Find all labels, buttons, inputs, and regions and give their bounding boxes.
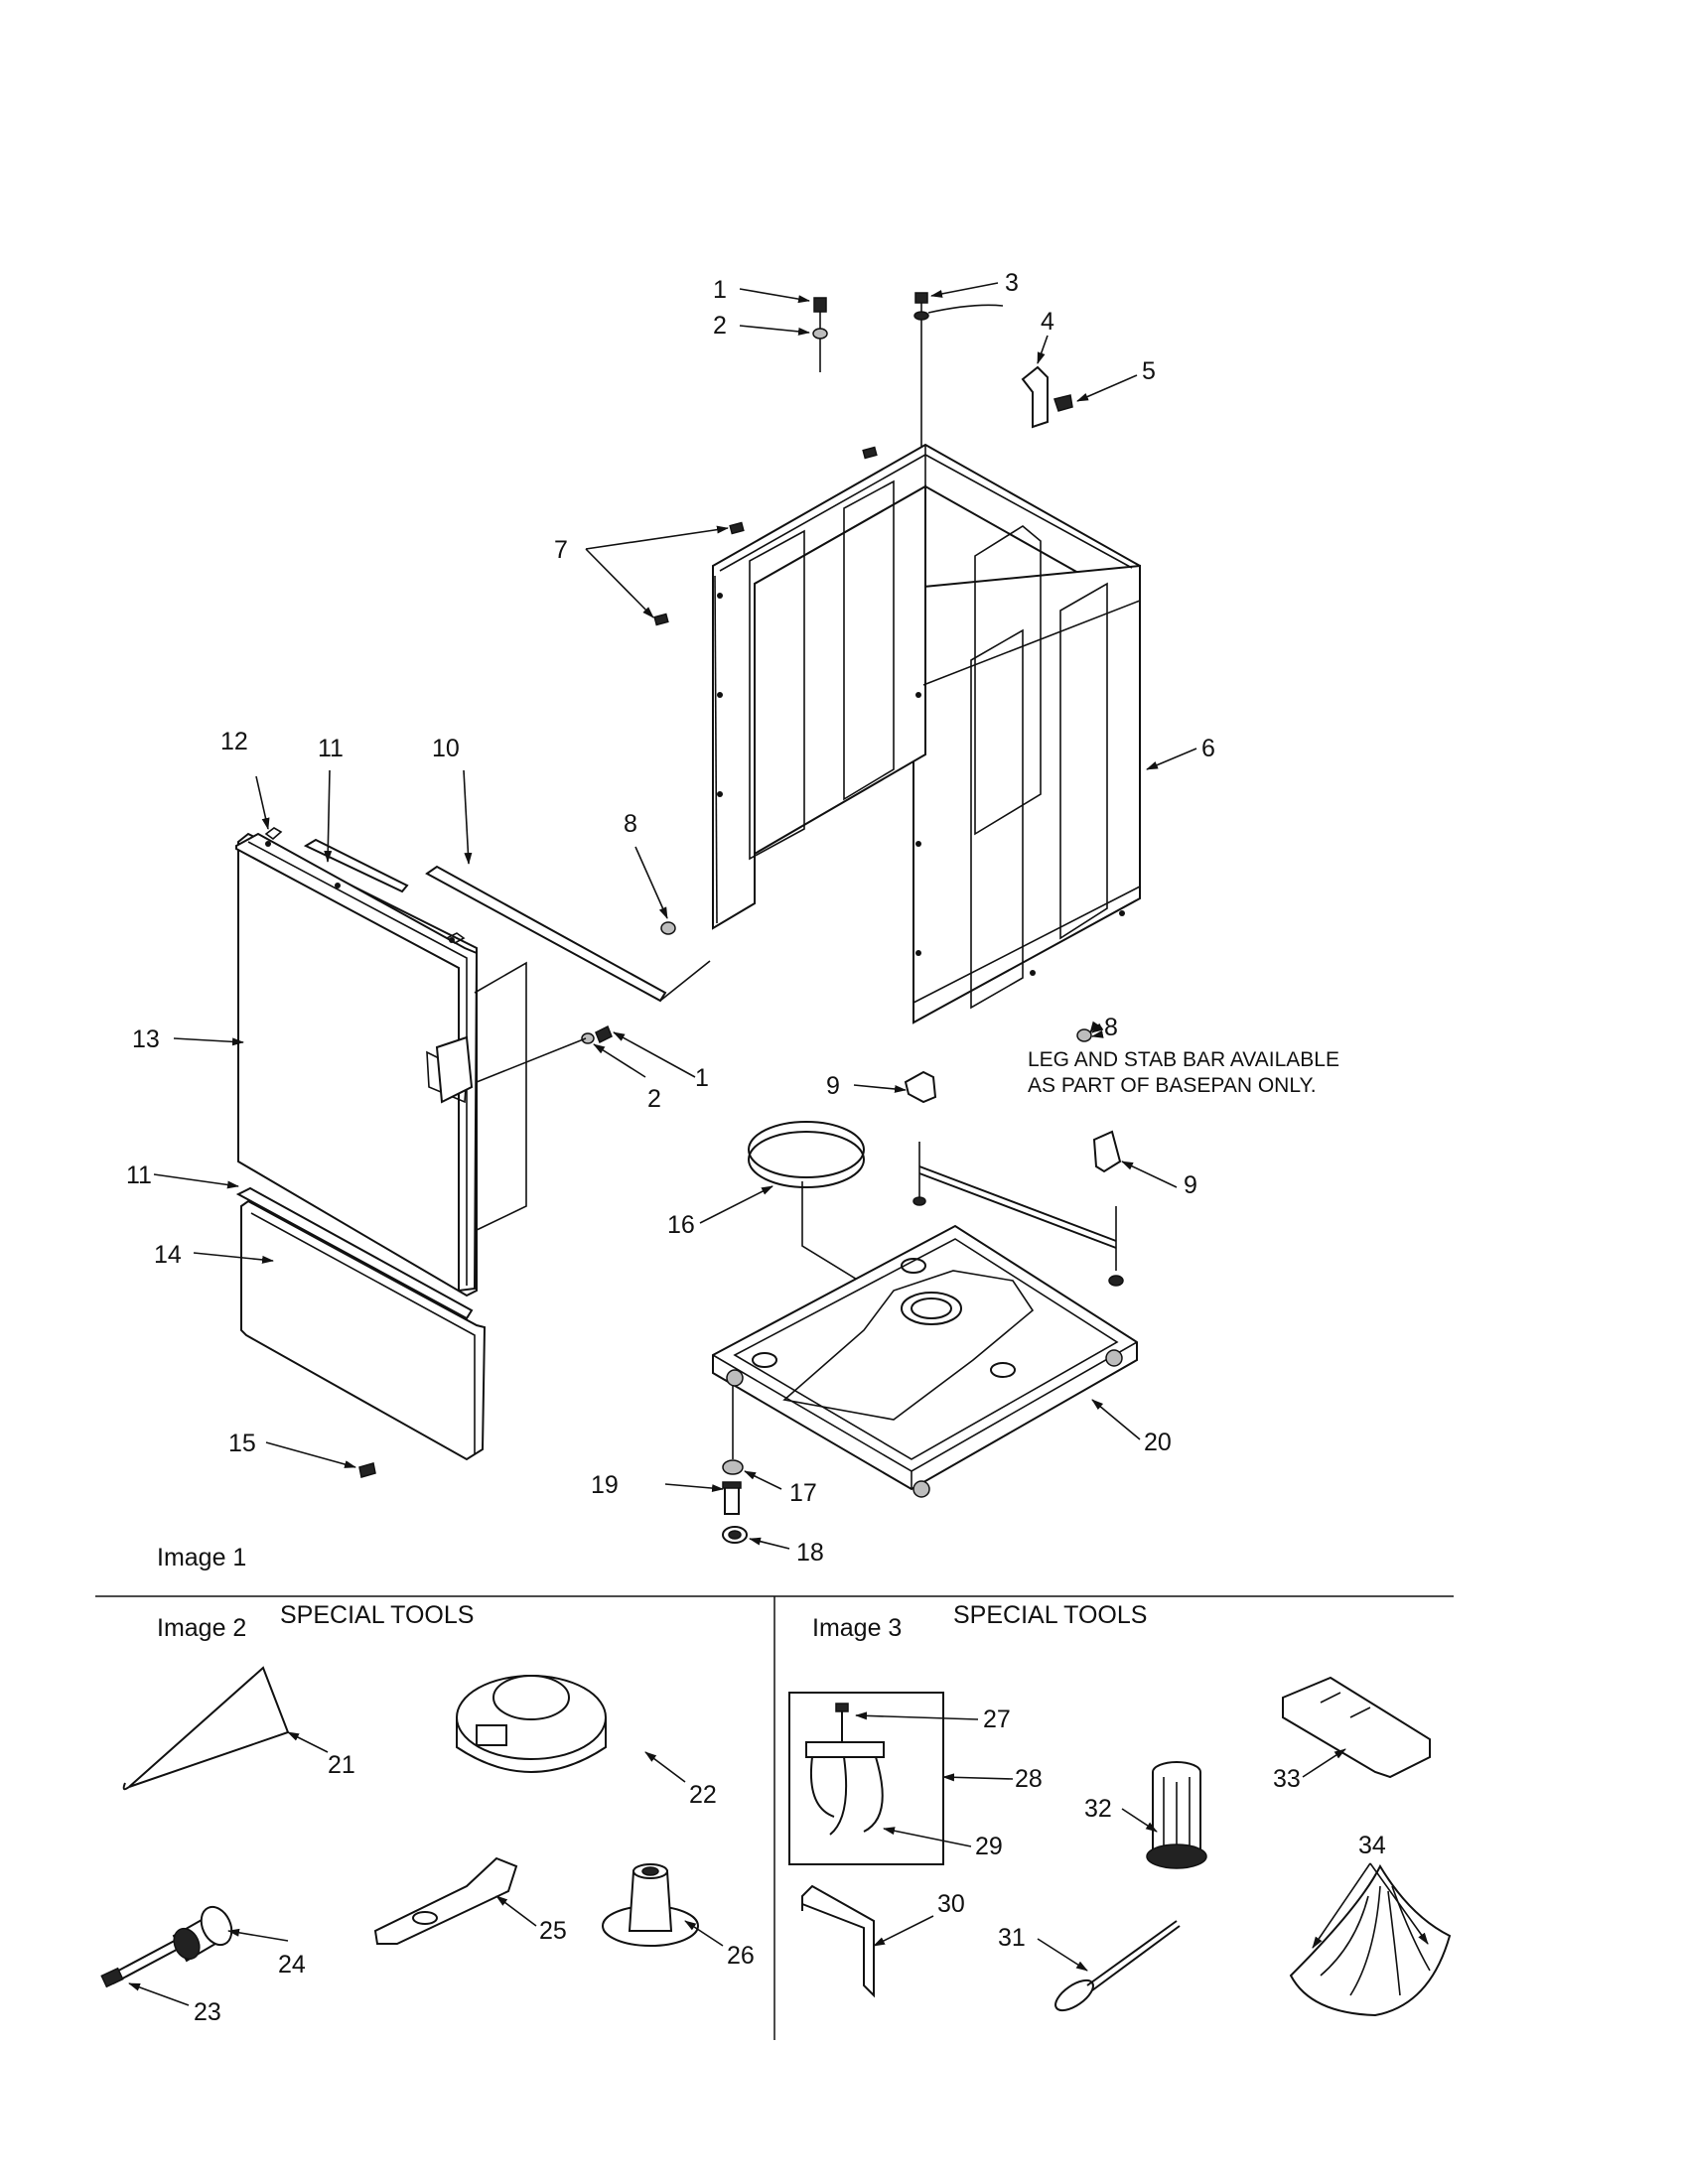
image2-special-tools: Image 2 SPECIAL TOOLS [100, 1601, 755, 2026]
blade-tool [373, 1856, 518, 1945]
callout-7: 7 [554, 536, 568, 564]
callout-17: 17 [789, 1479, 817, 1507]
image1-label: Image 1 [157, 1544, 246, 1571]
callout-9: 9 [826, 1072, 840, 1100]
callout-21: 21 [328, 1751, 355, 1779]
stab-bar-legs [904, 1070, 1124, 1287]
agitator-tool [1289, 1863, 1452, 2017]
callout-16: 16 [667, 1211, 695, 1239]
cabinet-assembly: 1 2 3 4 5 6 7 8 8 9 9 10 11 11 12 13 14 … [126, 269, 1339, 1571]
image3-label: Image 3 [812, 1614, 902, 1642]
note-line-1: LEG AND STAB BAR AVAILABLE [1028, 1048, 1339, 1071]
image1-callouts: 1 2 3 4 5 6 7 8 8 9 9 10 11 11 12 13 14 … [126, 269, 1215, 1567]
callout-12: 12 [220, 728, 248, 755]
basepan-part [712, 1224, 1138, 1498]
puller-tool [805, 1703, 885, 1836]
callout-1: 1 [713, 276, 727, 304]
bracket-tool [801, 1884, 875, 1998]
puller-kit-box [788, 1692, 944, 1865]
callout-24: 24 [278, 1951, 306, 1979]
cabinet-wrapper-part [712, 443, 1141, 1024]
callout-25: 25 [539, 1917, 567, 1945]
callout-34: 34 [1358, 1832, 1386, 1859]
callout-9b: 9 [1184, 1171, 1197, 1199]
screwdriver-tool [1054, 1920, 1181, 2012]
image2-callouts: 21 22 23 24 25 26 [194, 1751, 755, 2026]
callout-20: 20 [1144, 1429, 1172, 1456]
callout-27: 27 [983, 1706, 1011, 1733]
top-fasteners [653, 292, 1073, 626]
callout-2: 2 [713, 312, 727, 340]
ring-tool [456, 1675, 607, 1773]
callout-6: 6 [1201, 735, 1215, 762]
callout-22: 22 [689, 1781, 717, 1809]
seal-ring-part [748, 1121, 924, 1321]
image1-leaders [153, 282, 1197, 1550]
callout-1b: 1 [695, 1064, 709, 1092]
callout-11b: 11 [126, 1161, 152, 1189]
callout-14: 14 [154, 1241, 182, 1269]
callout-13: 13 [132, 1025, 160, 1053]
cylinder-tool [1146, 1761, 1207, 1869]
callout-8b: 8 [1104, 1014, 1118, 1041]
callout-28: 28 [1015, 1765, 1043, 1793]
image2-leaders [128, 1731, 724, 2006]
callout-19: 19 [591, 1471, 619, 1499]
note-line-2: AS PART OF BASEPAN ONLY. [1028, 1074, 1317, 1097]
callout-4: 4 [1041, 308, 1054, 336]
callout-5: 5 [1142, 357, 1156, 385]
hook-tool [122, 1666, 290, 1791]
callout-31: 31 [998, 1924, 1026, 1952]
side-panel-group [235, 827, 711, 1461]
callout-8: 8 [624, 810, 637, 838]
callout-11: 11 [318, 735, 344, 762]
callout-30: 30 [937, 1890, 965, 1918]
callout-10: 10 [432, 735, 460, 762]
side-panel-screws [358, 921, 1092, 1478]
callout-29: 29 [975, 1833, 1003, 1860]
callout-18: 18 [796, 1539, 824, 1567]
leveling-leg-parts [722, 1385, 748, 1544]
hub-tool [602, 1863, 699, 1947]
image3-callouts: 27 28 29 30 31 32 33 34 [937, 1706, 1386, 1952]
image3-title: SPECIAL TOOLS [953, 1601, 1147, 1629]
fixture-tool [1282, 1676, 1431, 1779]
callout-2b: 2 [647, 1085, 661, 1113]
callout-33: 33 [1273, 1765, 1301, 1793]
image3-special-tools: Image 3 SPECIAL TOOLS [788, 1601, 1452, 2017]
image2-title: SPECIAL TOOLS [280, 1601, 474, 1629]
callout-26: 26 [727, 1942, 755, 1970]
shaft-nut-tool [100, 1905, 233, 1988]
image2-label: Image 2 [157, 1614, 246, 1642]
image3-leaders [855, 1711, 1429, 1972]
callout-32: 32 [1084, 1795, 1112, 1823]
callout-15: 15 [228, 1430, 256, 1457]
callout-23: 23 [194, 1998, 221, 2026]
callout-3: 3 [1005, 269, 1019, 297]
